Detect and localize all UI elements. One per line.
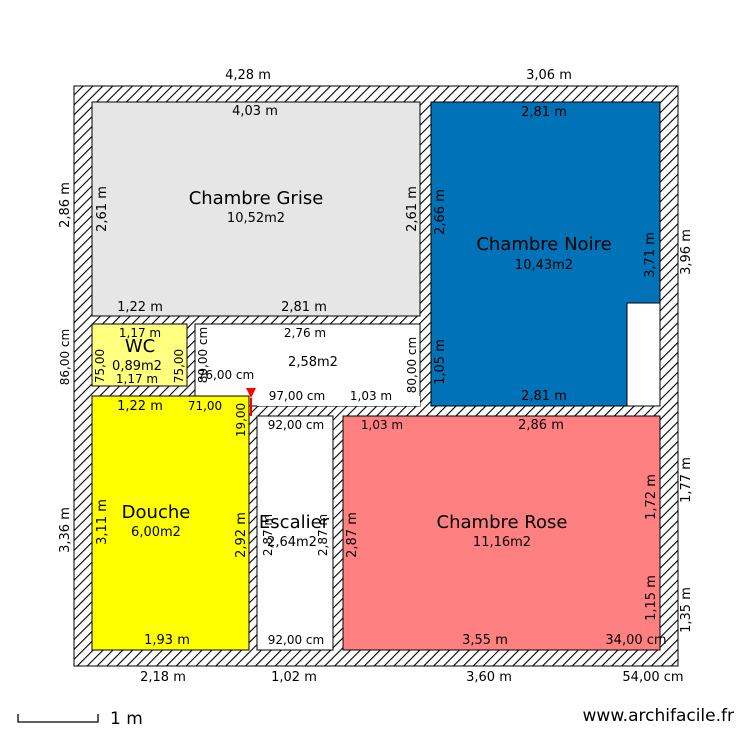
dim-douche-left: 3,11 m (95, 499, 110, 545)
red-marker-icon (246, 388, 256, 398)
dim-wc-left: 75,00 (93, 349, 107, 383)
dim-couloir-top: 2,76 m (284, 326, 326, 340)
dim-noire-right: 3,71 m (643, 232, 658, 278)
chambre-noire-name: Chambre Noire (476, 234, 611, 255)
room-couloir[interactable] (194, 323, 421, 407)
room-chambre-rose[interactable] (342, 415, 661, 651)
dim-right-middle: 1,77 m (679, 457, 694, 503)
dim-top-left: 4,28 m (225, 68, 271, 83)
douche-area: 6,00m2 (131, 525, 181, 540)
dim-douche-bottom: 1,93 m (144, 633, 190, 648)
room-escalier[interactable] (256, 415, 334, 651)
dim-rose-left: 2,87 m (345, 512, 360, 558)
dim-rose-bottom-right: 34,00 cm (605, 633, 666, 648)
escalier-area: 2,64m2 (267, 535, 317, 550)
dim-bottom-4: 54,00 cm (622, 670, 683, 685)
dim-wc-top: 1,17 m (119, 326, 161, 340)
dim-small-71: 71,00 (188, 399, 222, 413)
dim-noire-lower-left: 1,05 m (433, 339, 448, 385)
dim-small-19: 19,00 (234, 403, 248, 437)
landing (257, 396, 420, 406)
room-douche[interactable] (91, 395, 250, 651)
dim-escalier-top: 92,00 cm (268, 418, 324, 432)
chambre-grise-name: Chambre Grise (189, 188, 324, 209)
dim-rose-top-right: 2,86 m (518, 418, 564, 433)
douche-name: Douche (122, 502, 191, 523)
chambre-rose-name: Chambre Rose (437, 512, 568, 533)
dim-grise-bottom-left: 1,22 m (117, 300, 163, 315)
dim-right-lower: 1,35 m (679, 587, 694, 633)
dim-right-upper: 3,96 m (679, 229, 694, 275)
dim-noire-left: 2,66 m (433, 189, 448, 235)
chambre-rose-area: 11,16m2 (473, 535, 531, 550)
dim-douche-top: 1,22 m (117, 399, 163, 414)
scale-bar (17, 714, 99, 723)
room-chambre-noire[interactable] (430, 101, 661, 407)
couloir-area: 2,58m2 (288, 355, 338, 370)
dim-douche-right: 2,92 m (234, 512, 249, 558)
dim-couloir-right: 80,00 cm (405, 337, 419, 393)
dim-wc-bottom: 1,17 m (116, 372, 158, 386)
dim-grise-right: 2,61 m (405, 186, 420, 232)
wc-area: 0,89m2 (112, 359, 162, 374)
dim-grise-bottom-right: 2,81 m (281, 300, 327, 315)
dim-left-upper: 2,86 m (58, 182, 73, 228)
dim-wc-right: 75,00 (172, 349, 186, 383)
dim-left-lower: 3,36 m (58, 507, 73, 553)
dim-bottom-2: 1,02 m (271, 670, 317, 685)
dim-grise-left: 2,61 m (95, 186, 110, 232)
dim-noire-bottom: 2,81 m (521, 389, 567, 404)
dim-bottom-3: 3,60 m (466, 670, 512, 685)
dim-small-103-mid: 1,03 m (350, 389, 392, 403)
dim-small-76: 76,00 cm (198, 368, 254, 382)
dim-rose-right-upper: 1,72 m (644, 474, 659, 520)
room-wc[interactable] (91, 323, 188, 387)
dim-couloir-left: 80,00 cm (196, 327, 210, 383)
site-watermark: www.archifacile.fr (582, 706, 734, 726)
dim-left-middle: 86,00 cm (58, 329, 72, 385)
dim-rose-bottom: 3,55 m (462, 633, 508, 648)
escalier-name: Escalier (259, 512, 330, 533)
chambre-noire-area: 10,43m2 (515, 258, 573, 273)
dim-small-97: 97,00 cm (269, 389, 325, 403)
scale-label: 1 m (110, 709, 143, 729)
room-chambre-grise[interactable] (91, 101, 421, 317)
chambre-grise-area: 10,52m2 (227, 211, 285, 226)
dim-escalier-right: 2,87 m (316, 514, 330, 556)
dim-escalier-bottom: 92,00 cm (268, 633, 324, 647)
dim-rose-right-lower: 1,15 m (644, 575, 659, 621)
dim-escalier-left: 2,87 m (261, 514, 275, 556)
wc-name: WC (125, 336, 155, 357)
dim-bottom-1: 2,18 m (140, 670, 186, 685)
dim-rose-top-left: 1,03 m (361, 418, 403, 432)
dim-noire-top: 2,81 m (521, 105, 567, 120)
dim-top-right: 3,06 m (526, 68, 572, 83)
dim-grise-top: 4,03 m (232, 104, 278, 119)
noire-closet (626, 302, 661, 407)
